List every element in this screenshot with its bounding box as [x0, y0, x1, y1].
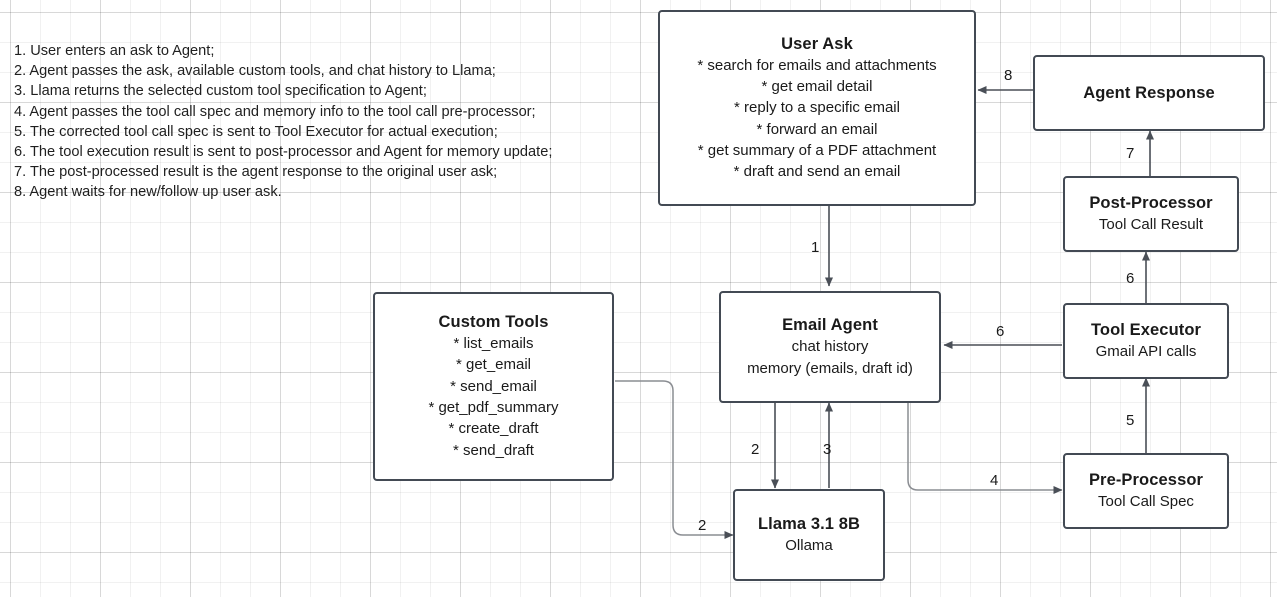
- node-email-agent-line-2: memory (emails, draft id): [747, 359, 913, 377]
- node-user-ask-line-5: * get summary of a PDF attachment: [697, 141, 937, 159]
- node-llama-subtitle: Ollama: [785, 536, 833, 554]
- node-custom-tools-line-1: * list_emails: [453, 335, 534, 353]
- legend-step-2: 2. Agent passes the ask, available custo…: [14, 63, 496, 80]
- node-llama-title: Llama 3.1 8B: [757, 514, 861, 533]
- node-tool-executor-subtitle: Gmail API calls: [1095, 342, 1197, 360]
- edge-label-8: 8: [1004, 67, 1013, 84]
- node-pre-processor-subtitle: Tool Call Spec: [1098, 492, 1194, 510]
- node-custom-tools-title: Custom Tools: [438, 313, 549, 332]
- node-user-ask-line-3: * reply to a specific email: [734, 99, 900, 117]
- node-email-agent[interactable]: Email Agent chat history memory (emails,…: [719, 291, 941, 403]
- node-agent-response[interactable]: Agent Response: [1033, 55, 1265, 131]
- node-post-processor[interactable]: Post-Processor Tool Call Result: [1063, 176, 1239, 252]
- node-tool-executor[interactable]: Tool Executor Gmail API calls: [1063, 303, 1229, 379]
- edge-label-5: 5: [1126, 412, 1135, 429]
- edge-label-2b: 2: [698, 517, 707, 534]
- edge-label-1: 1: [811, 239, 820, 256]
- node-user-ask[interactable]: User Ask * search for emails and attachm…: [658, 10, 976, 206]
- node-user-ask-line-4: * forward an email: [756, 120, 878, 138]
- node-pre-processor-title: Pre-Processor: [1088, 470, 1204, 489]
- node-post-processor-title: Post-Processor: [1089, 193, 1213, 212]
- node-agent-response-title: Agent Response: [1083, 83, 1215, 102]
- node-email-agent-title: Email Agent: [782, 316, 878, 335]
- node-custom-tools-line-2: * get_email: [455, 356, 532, 374]
- node-llama[interactable]: Llama 3.1 8B Ollama: [733, 489, 885, 581]
- edge-label-6a: 6: [1126, 270, 1135, 287]
- edge-label-6b: 6: [996, 323, 1005, 340]
- node-user-ask-line-2: * get email detail: [761, 77, 873, 95]
- edge-4-path: [907, 403, 1063, 494]
- node-post-processor-subtitle: Tool Call Result: [1098, 215, 1204, 233]
- edge-label-3: 3: [823, 441, 832, 458]
- legend-step-8: 8. Agent waits for new/follow up user as…: [14, 184, 282, 201]
- node-user-ask-title: User Ask: [781, 34, 853, 53]
- node-pre-processor[interactable]: Pre-Processor Tool Call Spec: [1063, 453, 1229, 529]
- edge-label-2a: 2: [751, 441, 760, 458]
- node-custom-tools[interactable]: Custom Tools * list_emails * get_email *…: [373, 292, 614, 481]
- legend-steps: 1. User enters an ask to Agent; 2. Agent…: [14, 41, 552, 203]
- node-tool-executor-title: Tool Executor: [1090, 320, 1202, 339]
- node-user-ask-line-6: * draft and send an email: [733, 163, 901, 181]
- legend-step-1: 1. User enters an ask to Agent;: [14, 43, 215, 59]
- node-user-ask-line-1: * search for emails and attachments: [697, 56, 937, 74]
- edge-2b-path: [615, 380, 734, 539]
- node-custom-tools-line-5: * create_draft: [448, 420, 539, 438]
- node-custom-tools-line-4: * get_pdf_summary: [428, 399, 559, 416]
- node-email-agent-line-1: chat history: [791, 338, 869, 356]
- legend-step-7: 7. The post-processed result is the agen…: [14, 164, 498, 181]
- legend-step-5: 5. The corrected tool call spec is sent …: [14, 123, 498, 140]
- node-custom-tools-line-6: * send_draft: [453, 441, 534, 459]
- edge-label-7: 7: [1126, 145, 1135, 162]
- node-custom-tools-line-3: * send_email: [450, 377, 537, 395]
- legend-step-6: 6. The tool execution result is sent to …: [14, 144, 553, 161]
- edge-label-4: 4: [990, 472, 999, 489]
- legend-step-4: 4. Agent passes the tool call spec and m…: [14, 103, 536, 120]
- legend-step-3: 3. Llama returns the selected custom too…: [14, 83, 427, 100]
